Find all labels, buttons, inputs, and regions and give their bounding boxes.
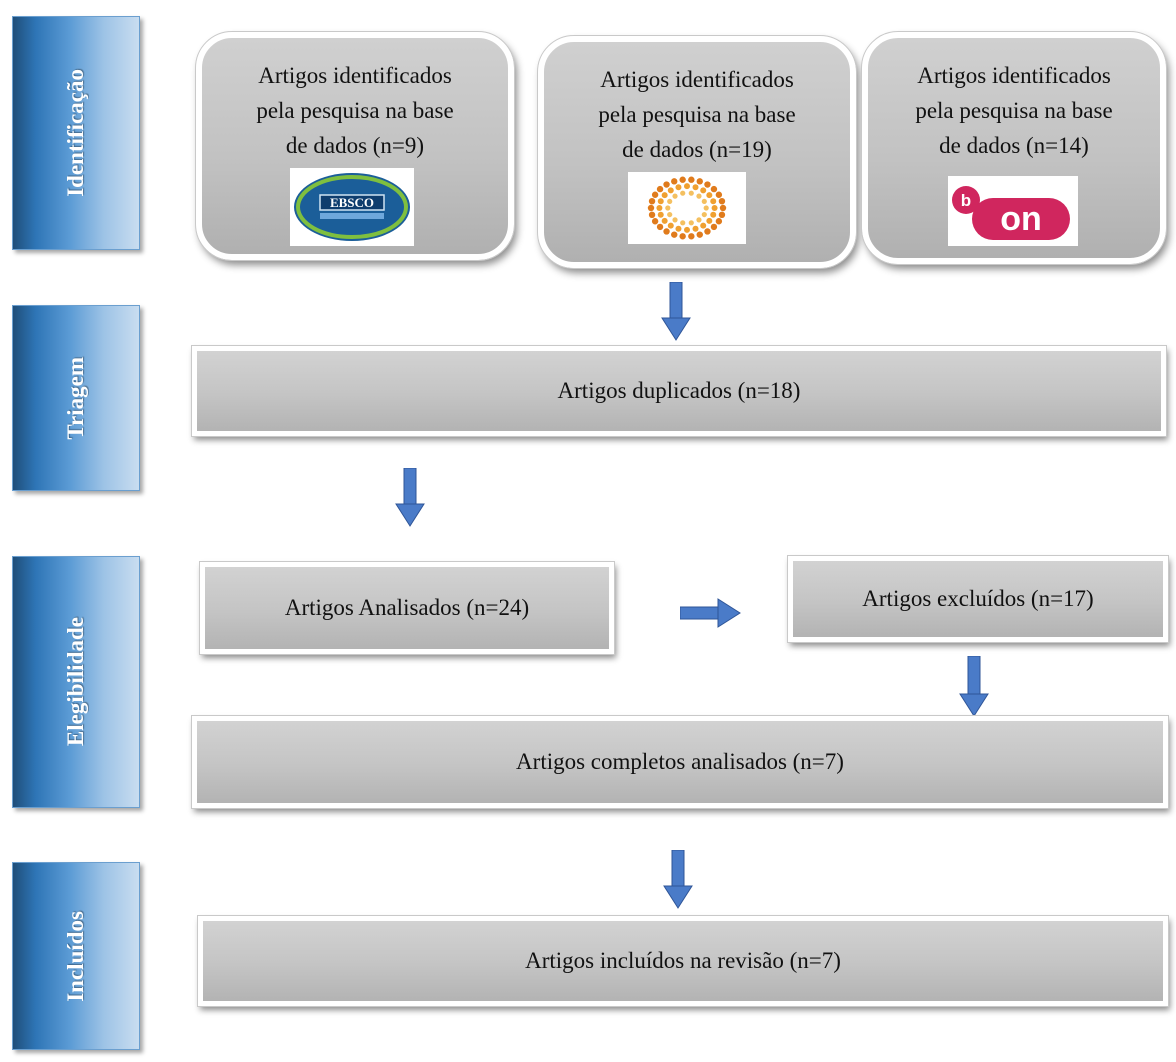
logo-dot bbox=[656, 185, 664, 193]
logo-dot bbox=[675, 225, 682, 232]
logo-dot bbox=[661, 217, 668, 224]
stage-elegibilidade: Elegibilidade bbox=[12, 556, 140, 808]
dots-circle-logo bbox=[628, 172, 746, 244]
logo-dot bbox=[657, 198, 664, 205]
logo-dot bbox=[715, 191, 723, 198]
logo-dot bbox=[663, 228, 670, 235]
logo-dot bbox=[710, 211, 717, 218]
stage-identificacao: Identificação bbox=[12, 16, 140, 250]
logo-dot bbox=[696, 231, 703, 238]
logo-dot bbox=[648, 197, 656, 205]
stage-label: Triagem bbox=[63, 356, 88, 440]
logo-dot bbox=[656, 223, 664, 231]
stage-label: Elegibilidade bbox=[63, 617, 88, 747]
logo-dot bbox=[647, 204, 655, 212]
arrow-down-icon bbox=[395, 468, 425, 527]
logo-dot bbox=[656, 205, 663, 211]
logo-dot bbox=[711, 205, 718, 211]
logo-dot bbox=[696, 193, 702, 199]
logo-dot bbox=[672, 193, 678, 199]
database-box-text: Artigos identificados pela pesquisa na b… bbox=[915, 63, 1113, 158]
logo-dot bbox=[701, 198, 707, 205]
logo-dot bbox=[688, 233, 695, 240]
arrow-down-icon bbox=[661, 282, 691, 341]
logo-dot bbox=[671, 178, 678, 185]
logo-dot bbox=[648, 211, 656, 219]
logo-dot bbox=[701, 211, 707, 218]
logo-dot bbox=[667, 211, 673, 218]
database-box-text: Artigos identificados pela pesquisa na b… bbox=[256, 63, 454, 158]
logo-dot bbox=[688, 190, 694, 196]
logo-dot bbox=[661, 192, 668, 199]
box-artigos-analisados: Artigos Analisados (n=24) bbox=[199, 561, 615, 655]
logo-dot bbox=[667, 198, 673, 205]
stage-triagem: Triagem bbox=[12, 305, 140, 491]
database-box-ebsco: Artigos identificados pela pesquisa na b… bbox=[195, 31, 515, 261]
logo-dot bbox=[651, 191, 659, 198]
stage-incluidos: Incluídos bbox=[12, 862, 140, 1050]
logo-dot bbox=[692, 184, 699, 191]
svg-text:EBSCO: EBSCO bbox=[330, 195, 374, 210]
logo-dot bbox=[675, 184, 682, 191]
logo-dot bbox=[688, 220, 694, 226]
logo-dot bbox=[700, 222, 707, 229]
logo-dot bbox=[700, 187, 707, 194]
logo-dot bbox=[663, 181, 670, 188]
stage-label: Incluídos bbox=[63, 910, 88, 1002]
logo-dot bbox=[715, 218, 723, 225]
box-artigos-duplicados: Artigos duplicados (n=18) bbox=[191, 345, 1167, 437]
box-artigos-completos: Artigos completos analisados (n=7) bbox=[191, 715, 1169, 809]
box-artigos-excluidos: Artigos excluídos (n=17) bbox=[787, 555, 1169, 643]
database-box-web-of-science: Artigos identificados pela pesquisa na b… bbox=[537, 35, 857, 269]
logo-dot bbox=[710, 223, 718, 231]
b-on-logo: b on bbox=[948, 176, 1078, 246]
logo-dot bbox=[692, 225, 699, 232]
logo-dot bbox=[667, 187, 674, 194]
logo-dot bbox=[718, 197, 726, 205]
logo-dot bbox=[651, 218, 659, 225]
logo-dot bbox=[667, 222, 674, 229]
logo-dot bbox=[672, 217, 678, 223]
logo-dot bbox=[684, 226, 690, 233]
logo-dot bbox=[679, 233, 686, 240]
logo-dot bbox=[704, 228, 711, 235]
logo-dot bbox=[710, 185, 718, 193]
logo-dot bbox=[696, 217, 702, 223]
logo-dot bbox=[657, 211, 664, 218]
logo-dot bbox=[680, 190, 686, 196]
database-box-b-on: Artigos identificados pela pesquisa na b… bbox=[861, 31, 1167, 265]
database-box-text: Artigos identificados pela pesquisa na b… bbox=[598, 67, 796, 162]
logo-dot bbox=[718, 211, 726, 219]
logo-dot bbox=[684, 183, 690, 190]
logo-dot bbox=[680, 220, 686, 226]
arrow-down-icon bbox=[959, 656, 989, 717]
logo-dot bbox=[710, 198, 717, 205]
logo-dot bbox=[696, 178, 703, 185]
svg-text:b: b bbox=[961, 191, 971, 210]
svg-text:on: on bbox=[1000, 200, 1042, 238]
logo-dot bbox=[704, 181, 711, 188]
logo-dot bbox=[706, 217, 713, 224]
logo-dot bbox=[679, 176, 686, 183]
logo-dot bbox=[665, 205, 671, 211]
logo-dot bbox=[706, 192, 713, 199]
logo-dot bbox=[688, 176, 695, 183]
arrow-right-icon bbox=[680, 598, 741, 628]
logo-dot bbox=[671, 231, 678, 238]
logo-dot bbox=[719, 204, 727, 212]
ebsco-logo: EBSCO bbox=[290, 168, 414, 246]
box-artigos-incluidos: Artigos incluídos na revisão (n=7) bbox=[197, 915, 1169, 1007]
stage-label: Identificação bbox=[63, 69, 88, 197]
arrow-down-icon bbox=[663, 850, 693, 909]
logo-dot bbox=[703, 205, 709, 211]
